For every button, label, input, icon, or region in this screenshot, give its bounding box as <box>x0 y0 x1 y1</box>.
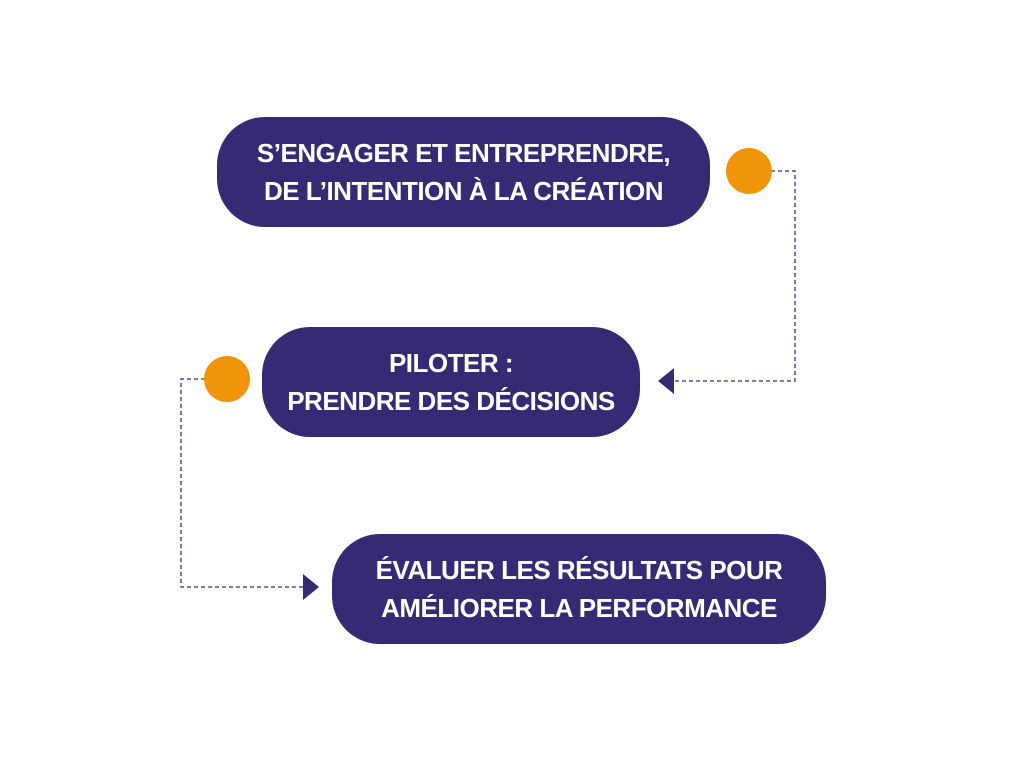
step-2-line-2: PRENDRE DES DÉCISIONS <box>287 386 615 416</box>
step-1-line-1: S’ENGAGER ET ENTREPRENDRE, <box>256 138 671 168</box>
step-1-pill: S’ENGAGER ET ENTREPRENDRE, DE L’INTENTIO… <box>217 117 710 227</box>
step-2-line-1: PILOTER : <box>388 348 514 378</box>
connector-step2-to-step3 <box>180 356 319 600</box>
step-1-line-2: DE L’INTENTION À LA CRÉATION <box>263 176 664 206</box>
arrow-right-icon <box>303 574 319 600</box>
step-3-line-2: AMÉLIORER LA PERFORMANCE <box>381 593 777 623</box>
connector-line-2 <box>180 378 303 588</box>
step-3-pill: ÉVALUER LES RÉSULTATS POUR AMÉLIORER LA … <box>332 534 826 644</box>
step-2-pill: PILOTER : PRENDRE DES DÉCISIONS <box>262 327 640 437</box>
step2-orange-dot <box>204 356 250 402</box>
step1-orange-dot <box>726 148 772 194</box>
step-3-line-1: ÉVALUER LES RÉSULTATS POUR <box>375 555 783 585</box>
connector-line-1 <box>672 170 796 382</box>
arrow-left-icon <box>658 368 674 394</box>
connector-step1-to-step2 <box>658 148 796 394</box>
